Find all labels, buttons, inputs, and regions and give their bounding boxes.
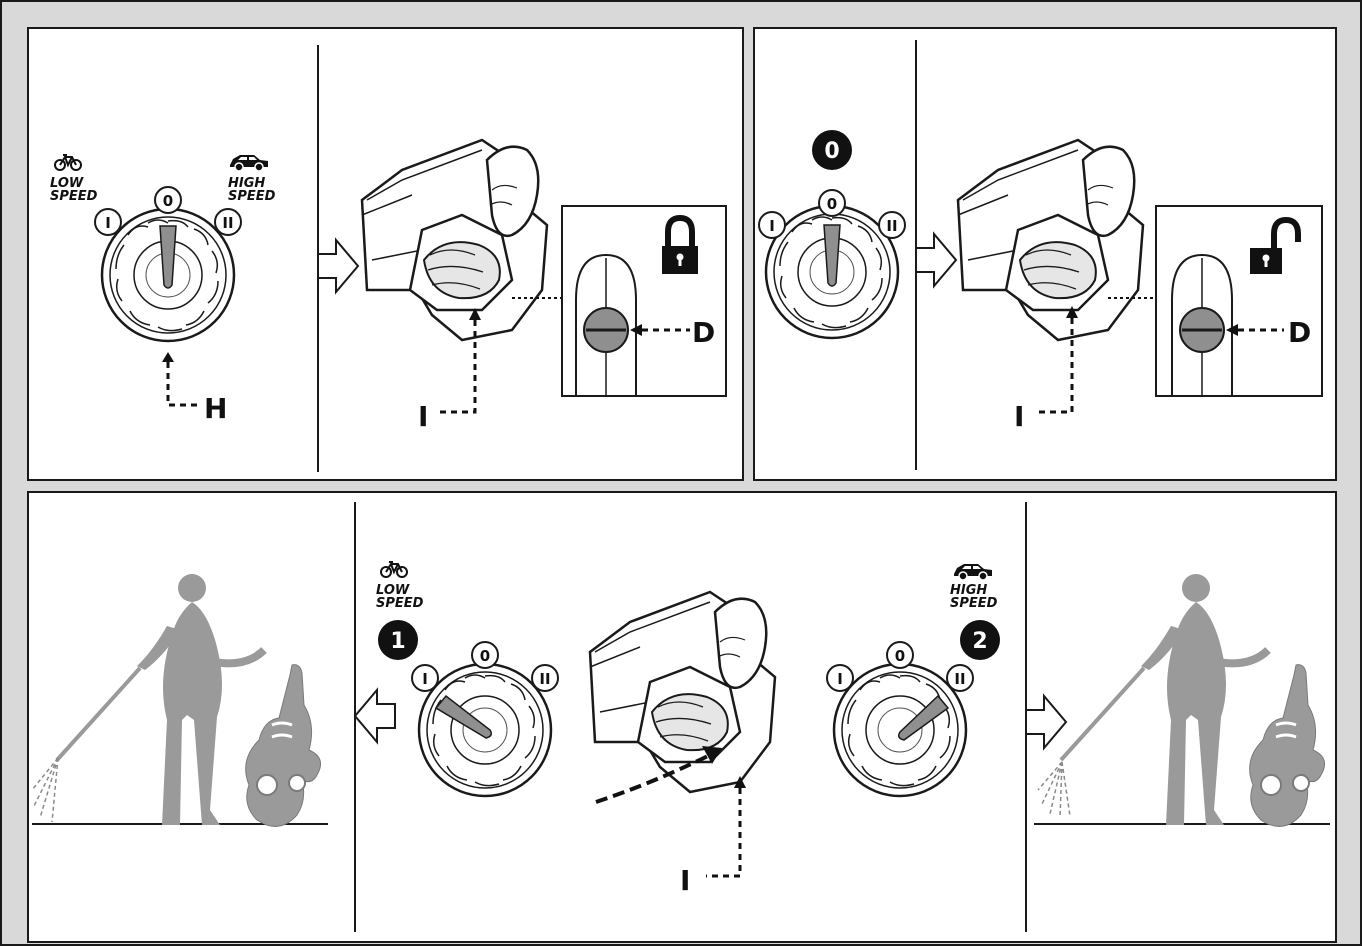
selector-lever (897, 694, 950, 741)
high-speed-label-line1: HIGH (228, 176, 265, 191)
high-speed-label-line2: SPEED (950, 596, 998, 611)
position-badge-off (812, 130, 852, 170)
trigger-lock-detail-inset (561, 205, 727, 397)
badge-low-label: 1 (390, 629, 405, 654)
callout-label-i: I (418, 400, 428, 433)
position-high-label: II (886, 217, 897, 235)
speed-selector-dial-high (832, 662, 968, 798)
position-off-label: 0 (163, 192, 173, 210)
position-badge-low (378, 620, 418, 660)
panel-bottom: LOW SPEED 1 I 0 II I HIGH SPEED 2 I (27, 491, 1337, 943)
speed-selector-dial-low (417, 662, 553, 798)
callout-label-h: H (204, 392, 227, 425)
speed-selector-dial (100, 207, 236, 343)
selector-lever (434, 694, 493, 739)
badge-off-label: 0 (824, 139, 839, 164)
callout-label-d: D (692, 316, 715, 349)
position-off-label: 0 (827, 195, 837, 213)
position-low-label: I (837, 670, 843, 688)
callout-label-d: D (1288, 316, 1311, 349)
position-low-label: I (769, 217, 775, 235)
trigger-lock-detail-inset (1155, 205, 1323, 397)
position-low-label: I (105, 214, 111, 232)
low-speed-label-line2: SPEED (50, 189, 98, 204)
panel-top-right: 0 I 0 II I D (753, 27, 1337, 481)
badge-high-label: 2 (972, 629, 987, 654)
speed-selector-dial (764, 204, 900, 340)
position-high-label: II (954, 670, 965, 688)
position-high-label: II (539, 670, 550, 688)
selector-lever (823, 224, 841, 287)
position-off-label: 0 (895, 647, 905, 665)
high-speed-label-line1: HIGH (950, 583, 987, 598)
low-speed-spray-scene (31, 574, 328, 826)
callout-label-i: I (680, 864, 690, 897)
position-low-label: I (422, 670, 428, 688)
panel-top-left: LOW SPEED HIGH SPEED I 0 II H I (27, 27, 744, 481)
low-speed-label-line2: SPEED (376, 596, 424, 611)
position-badge-high (960, 620, 1000, 660)
spray-pattern (1037, 761, 1071, 819)
callout-label-i: I (1014, 400, 1024, 433)
high-speed-label-line2: SPEED (228, 189, 276, 204)
position-off-label: 0 (480, 647, 490, 665)
position-high-label: II (222, 214, 233, 232)
low-speed-label-line1: LOW (50, 176, 84, 191)
trigger-press-arrow (595, 750, 717, 804)
high-speed-spray-scene (1034, 574, 1330, 826)
selector-lever (159, 225, 177, 289)
low-speed-label-line1: LOW (376, 583, 410, 598)
